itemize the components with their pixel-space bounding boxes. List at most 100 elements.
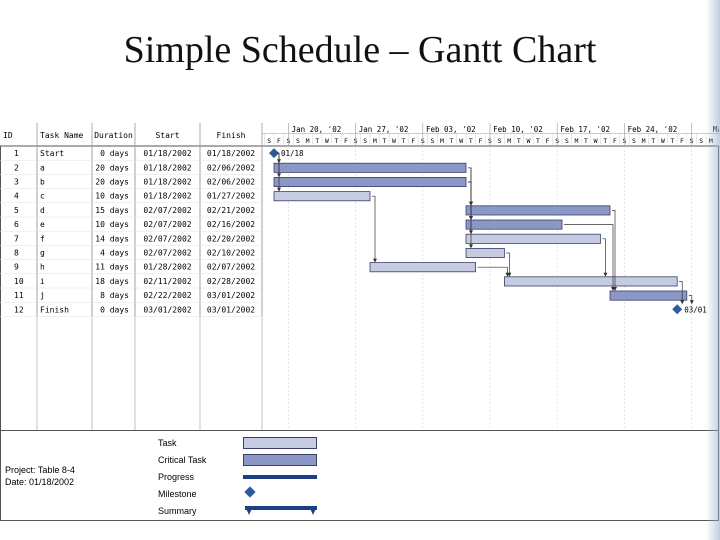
day-letter: W bbox=[325, 137, 329, 145]
day-letter: T bbox=[469, 137, 473, 145]
row-id: 3 bbox=[14, 178, 19, 187]
row-id: 8 bbox=[14, 249, 19, 258]
dependency-link bbox=[468, 181, 472, 248]
week-label-4: Feb 17, '02 bbox=[560, 125, 610, 134]
milestone-marker bbox=[269, 148, 279, 159]
dependency-arrow bbox=[689, 300, 694, 305]
day-letter: W bbox=[661, 137, 665, 145]
day-letter: T bbox=[603, 137, 607, 145]
day-letter: F bbox=[546, 137, 550, 145]
row-finish: 01/18/2002 bbox=[207, 149, 255, 158]
dependency-link bbox=[477, 266, 508, 276]
day-letter: T bbox=[382, 137, 386, 145]
day-letter: S bbox=[565, 137, 569, 145]
week-label-1: Jan 27, '02 bbox=[359, 125, 409, 134]
task-bar bbox=[609, 290, 688, 301]
day-letter: T bbox=[315, 137, 319, 145]
day-letter: T bbox=[402, 137, 406, 145]
project-date: Date: 01/18/2002 bbox=[5, 477, 75, 487]
day-letter: M bbox=[373, 137, 377, 145]
row-start: 02/11/2002 bbox=[143, 277, 191, 286]
row-finish: 02/06/2002 bbox=[207, 163, 255, 172]
row-duration: 14 days bbox=[95, 234, 129, 243]
day-letter: S bbox=[296, 137, 300, 145]
dependency-arrow bbox=[277, 187, 281, 192]
dependency-arrow bbox=[680, 300, 685, 305]
day-letter: W bbox=[526, 137, 530, 145]
slide-title: Simple Schedule – Gantt Chart bbox=[123, 29, 597, 71]
row-duration: 10 days bbox=[95, 192, 129, 201]
day-letter: T bbox=[670, 137, 674, 145]
task-bar bbox=[369, 262, 476, 273]
slide-edge-shading bbox=[706, 0, 720, 540]
row-task-name: e bbox=[40, 220, 45, 229]
row-id: 11 bbox=[14, 291, 24, 300]
dependency-link bbox=[276, 152, 280, 191]
row-duration: 20 days bbox=[95, 163, 129, 172]
day-letter: S bbox=[498, 137, 502, 145]
day-letter: F bbox=[344, 137, 348, 145]
day-letter: M bbox=[507, 137, 511, 145]
week-label-3: Feb 10, '02 bbox=[493, 125, 543, 134]
row-id: 5 bbox=[14, 206, 19, 215]
legend-progress-bar bbox=[243, 475, 317, 479]
milestone-marker bbox=[672, 304, 683, 315]
column-header-1: Task Name bbox=[40, 131, 84, 140]
week-label-2: Feb 03, '02 bbox=[426, 125, 476, 134]
day-letter: M bbox=[642, 137, 646, 145]
day-letter: M bbox=[440, 137, 444, 145]
row-start: 02/07/2002 bbox=[143, 206, 191, 215]
day-letter: M bbox=[306, 137, 310, 145]
row-duration: 11 days bbox=[95, 263, 129, 272]
row-finish: 03/01/2002 bbox=[207, 305, 255, 314]
dependency-arrow bbox=[507, 272, 512, 277]
row-finish: 02/21/2002 bbox=[207, 206, 255, 215]
row-duration: 8 days bbox=[100, 291, 129, 300]
day-letter: M bbox=[574, 137, 578, 145]
row-start: 01/18/2002 bbox=[143, 178, 191, 187]
row-task-name: i bbox=[40, 277, 45, 286]
day-letter: F bbox=[478, 137, 482, 145]
legend-summary-label: Summary bbox=[158, 506, 197, 516]
row-start: 01/18/2002 bbox=[143, 163, 191, 172]
legend-summary-bar bbox=[245, 506, 317, 515]
dependency-arrow bbox=[469, 244, 473, 249]
row-duration: 4 days bbox=[100, 249, 129, 258]
column-header-3: Start bbox=[155, 131, 179, 140]
task-bar bbox=[273, 191, 371, 202]
row-task-name: j bbox=[40, 291, 45, 300]
row-finish: 02/06/2002 bbox=[207, 178, 255, 187]
legend-task-bar bbox=[243, 437, 317, 449]
row-duration: 18 days bbox=[95, 277, 129, 286]
legend-milestone-label: Milestone bbox=[158, 489, 197, 499]
row-task-name: d bbox=[40, 206, 45, 215]
day-letter: S bbox=[632, 137, 636, 145]
gantt-frame bbox=[0, 123, 719, 521]
row-start: 02/07/2002 bbox=[143, 220, 191, 229]
task-bar bbox=[465, 233, 601, 244]
row-duration: 20 days bbox=[95, 178, 129, 187]
project-name: Project: Table 8-4 bbox=[5, 465, 75, 475]
row-finish: 02/20/2002 bbox=[207, 234, 255, 243]
row-task-name: b bbox=[40, 178, 45, 187]
bottom-strip bbox=[0, 521, 720, 540]
row-start: 01/18/2002 bbox=[143, 149, 191, 158]
row-task-name: Start bbox=[40, 149, 64, 158]
legend-task-label: Task bbox=[158, 438, 177, 448]
dependency-link bbox=[612, 210, 616, 290]
day-letter: T bbox=[536, 137, 540, 145]
day-letter: W bbox=[594, 137, 598, 145]
task-bar bbox=[503, 276, 678, 287]
day-letter: S bbox=[267, 137, 271, 145]
dependency-arrow bbox=[611, 287, 615, 291]
day-letter: S bbox=[363, 137, 367, 145]
task-bar bbox=[273, 162, 467, 173]
dependency-arrow bbox=[373, 258, 377, 263]
day-letter: T bbox=[334, 137, 338, 145]
row-task-name: h bbox=[40, 263, 45, 272]
dependency-link bbox=[506, 252, 510, 276]
legend-milestone-icon bbox=[244, 486, 256, 498]
dependency-link bbox=[564, 224, 614, 290]
legend-critical-bar bbox=[243, 454, 317, 466]
day-letter: F bbox=[411, 137, 415, 145]
